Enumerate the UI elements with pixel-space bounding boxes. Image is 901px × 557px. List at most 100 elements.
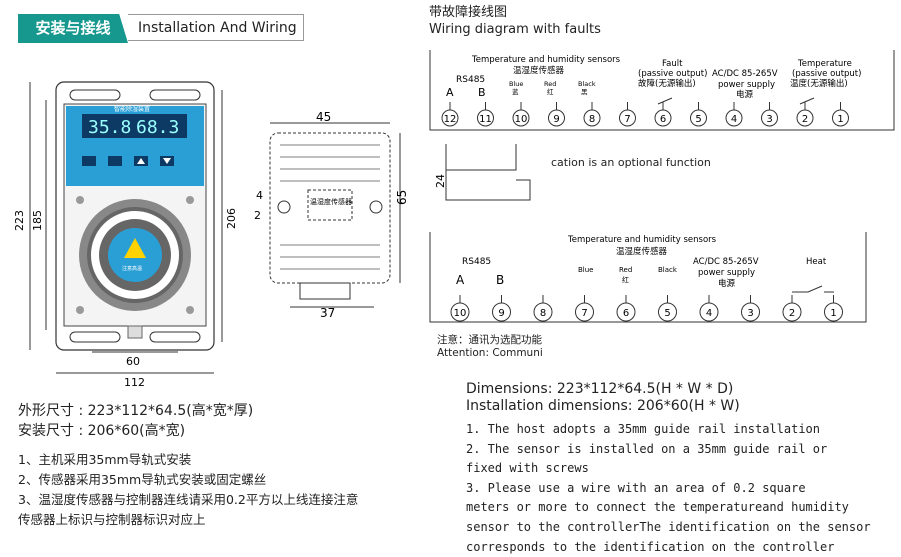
note-en-3: fixed with screws (466, 461, 589, 476)
heat-terminal-label-2: 2 (789, 308, 795, 319)
fault-red: Red (544, 80, 556, 88)
heat-b: B (496, 273, 504, 287)
heat-wiring-diagram: Temperature and humidity sensors 温湿度传感器 … (429, 232, 867, 323)
heat-terminal-label-8: 8 (540, 308, 546, 319)
btn-2[interactable] (108, 156, 122, 166)
fault-terminal-label-7: 7 (624, 114, 630, 125)
fault-blue: Blue (509, 80, 523, 88)
dim-112: 112 (124, 376, 145, 389)
note-en-1: 1. The host adopts a 35mm guide rail ins… (466, 422, 821, 436)
fault-terminal-label-10: 10 (515, 114, 528, 125)
heat-terminal-label-9: 9 (498, 308, 504, 319)
fault-label-3: 故障(无源输出) (638, 78, 696, 89)
fault-terminal-label-8: 8 (589, 114, 595, 125)
heat-terminal-label-5: 5 (664, 308, 670, 319)
panel-title: 智能除湿装置 (114, 105, 150, 113)
dim-206: 206 (225, 208, 238, 229)
fault-power-3: 电源 (736, 89, 754, 100)
heat-terminal-label-4: 4 (706, 308, 712, 319)
heat-terminal-label-7: 7 (581, 308, 587, 319)
fault-rs485: RS485 (456, 75, 485, 85)
notes-en: 1. The host adopts a 35mm guide rail ins… (466, 420, 871, 557)
heat-terminal-label-1: 1 (830, 308, 836, 319)
heat-terminal-label-3: 3 (747, 308, 753, 319)
fault-power-2: power supply (718, 80, 775, 90)
sensor-label: 温湿度传感器 (310, 197, 352, 206)
dimensions-en: Dimensions: 223*112*64.5(H * W * D) Inst… (466, 381, 740, 415)
warning-text: 注意高温 (122, 265, 142, 272)
sensor-drawing: 45 温湿度传感器 4 2 65 37 (254, 110, 409, 320)
heat-power-3: 电源 (718, 278, 736, 289)
fault-power-1: AC/DC 85-265V (712, 69, 778, 79)
dimensions-cn: 外形尺寸 : 223*112*64.5(高*宽*厚) 安装尺寸 : 206*60… (18, 400, 253, 440)
dim-line-cn-2: 安装尺寸 : 206*60(高*宽) (18, 423, 186, 439)
display-2: 68.3 (136, 117, 179, 138)
sensor-dim-65: 65 (395, 190, 409, 205)
heat-a: A (456, 273, 465, 287)
fault-sensor-label-cn: 温湿度传感器 (513, 65, 565, 76)
fault-blue-cn: 蓝 (512, 87, 519, 96)
fault-sensor-label: Temperature and humidity sensors (471, 55, 621, 65)
dim-line-en-1: Dimensions: 223*112*64.5(H * W * D) (466, 381, 734, 397)
notes-cn: 1、主机采用35mm导轨式安装 2、传感器采用35mm导轨式安装或固定螺丝 3、… (18, 450, 358, 530)
fault-terminal-label-12: 12 (444, 114, 457, 125)
fault-black-cn: 黑 (581, 88, 588, 96)
heat-terminal-label-10: 10 (454, 308, 467, 319)
option-module-drawing: 24 (434, 144, 531, 201)
up-arrow-icon (137, 158, 145, 164)
fault-temp-1: Temperature (797, 59, 852, 69)
down-arrow-icon (163, 158, 171, 164)
note-cn-4: 传感器上标识与控制器标识对应上 (18, 512, 206, 527)
fault-label-2: (passive output) (638, 69, 707, 79)
heat-sensor-label: Temperature and humidity sensors (567, 235, 717, 245)
section-title: Installation And Wiring (128, 14, 304, 41)
sensor-dim-4: 4 (256, 189, 263, 202)
heat-red-cn: 红 (622, 275, 629, 284)
dim-185: 185 (31, 210, 44, 231)
heat-label: Heat (806, 257, 827, 267)
fault-terminal-label-4: 4 (731, 114, 737, 125)
fault-terminal-label-5: 5 (695, 114, 701, 125)
heat-power-1: AC/DC 85-265V (693, 257, 759, 267)
heat-blue: Blue (578, 266, 594, 274)
sensor-dim-37: 37 (320, 306, 335, 320)
fault-terminal-label-6: 6 (660, 114, 666, 125)
fault-red-cn: 红 (547, 87, 554, 96)
attention-note: 注意：通讯为选配功能 Attention: Communi (437, 334, 543, 360)
sensor-dim-45: 45 (316, 110, 331, 124)
heat-red: Red (619, 266, 632, 274)
heat-black: Black (658, 266, 678, 274)
heat-terminal-label-6: 6 (623, 308, 629, 319)
attention-cn: 注意：通讯为选配功能 (437, 334, 542, 346)
note-cn-3: 3、温湿度传感器与控制器连线请采用0.2平方以上线连接注意 (18, 492, 359, 507)
note-en-7: corresponds to the identification on the… (466, 539, 835, 554)
fault-b: B (478, 86, 486, 99)
note-en-4: 3. Please use a wire with an area of 0.2… (466, 480, 806, 495)
dim-223: 223 (13, 210, 26, 231)
section-header: 安装与接线 Installation And Wiring (18, 14, 306, 43)
dim-60: 60 (126, 355, 140, 368)
fault-label-1: Fault (662, 59, 683, 69)
attention-en: Attention: Communi (437, 347, 543, 359)
fault-terminal-label-3: 3 (766, 114, 772, 125)
heat-sensor-label-cn: 温湿度传感器 (616, 246, 668, 257)
fault-temp-3: 温度(无源输出) (790, 78, 848, 89)
fault-terminal-label-2: 2 (802, 114, 808, 125)
display-1: 35.8 (88, 117, 131, 138)
note-en-2: 2. The sensor is installed on a 35mm gui… (466, 441, 828, 456)
option-text: cation is an optional function (551, 156, 711, 169)
fault-title: 带故障接线图 Wiring diagram with faults (429, 4, 601, 38)
fault-terminal-label-11: 11 (479, 114, 492, 125)
sensor-dim-2: 2 (254, 209, 261, 222)
warning-icon (124, 238, 146, 258)
fault-a: A (446, 86, 454, 99)
note-en-5: meters or more to connect the temperatur… (466, 500, 849, 515)
dim-line-en-2: Installation dimensions: 206*60(H * W) (466, 398, 740, 414)
heat-power-2: power supply (698, 268, 755, 278)
fault-terminal-label-1: 1 (837, 114, 843, 125)
btn-1[interactable] (82, 156, 96, 166)
fault-black: Black (578, 80, 596, 88)
heat-rs485: RS485 (462, 257, 491, 267)
note-en-6: sensor to the controllerThe identificati… (466, 519, 871, 534)
fault-title-en: Wiring diagram with faults (429, 22, 601, 37)
